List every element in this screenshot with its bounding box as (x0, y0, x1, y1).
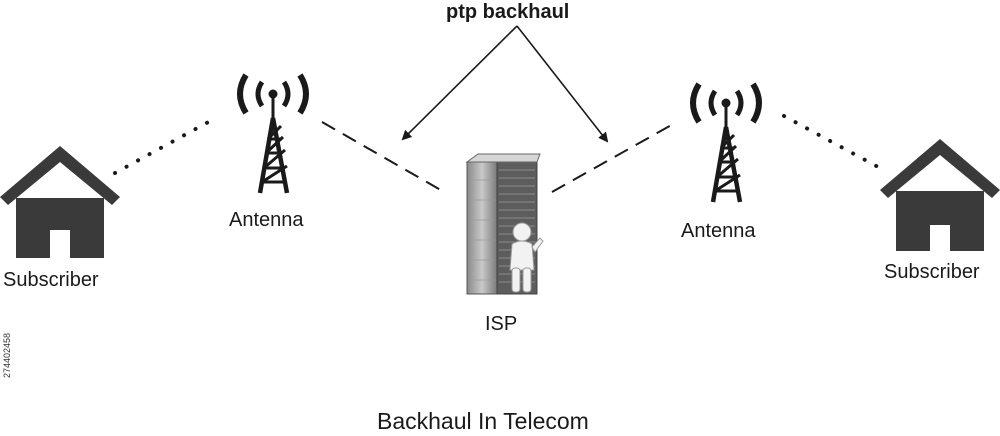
isp-label: ISP (485, 313, 518, 335)
right-dotted-link (782, 114, 882, 170)
right-subscriber-label: Subscriber (884, 261, 980, 283)
left-house-icon (0, 146, 120, 258)
left-subscriber-label: Subscriber (3, 269, 99, 291)
diagram-caption: Backhaul In Telecom (377, 408, 589, 434)
stock-id-label: 274402458 (2, 332, 12, 378)
arrow-to-left-link (401, 25, 518, 141)
right-antenna-tower-icon (690, 82, 762, 203)
left-dotted-link (113, 118, 214, 175)
right-dashed-link (551, 122, 676, 193)
right-house-icon (880, 139, 1000, 251)
arrow-to-right-link (516, 25, 609, 143)
left-dashed-link (321, 121, 447, 194)
right-antenna-label: Antenna (681, 220, 756, 242)
left-antenna-tower-icon (237, 73, 309, 194)
person-figure-icon (509, 222, 544, 293)
ptp-backhaul-label: ptp backhaul (446, 1, 570, 23)
left-antenna-label: Antenna (229, 209, 304, 231)
